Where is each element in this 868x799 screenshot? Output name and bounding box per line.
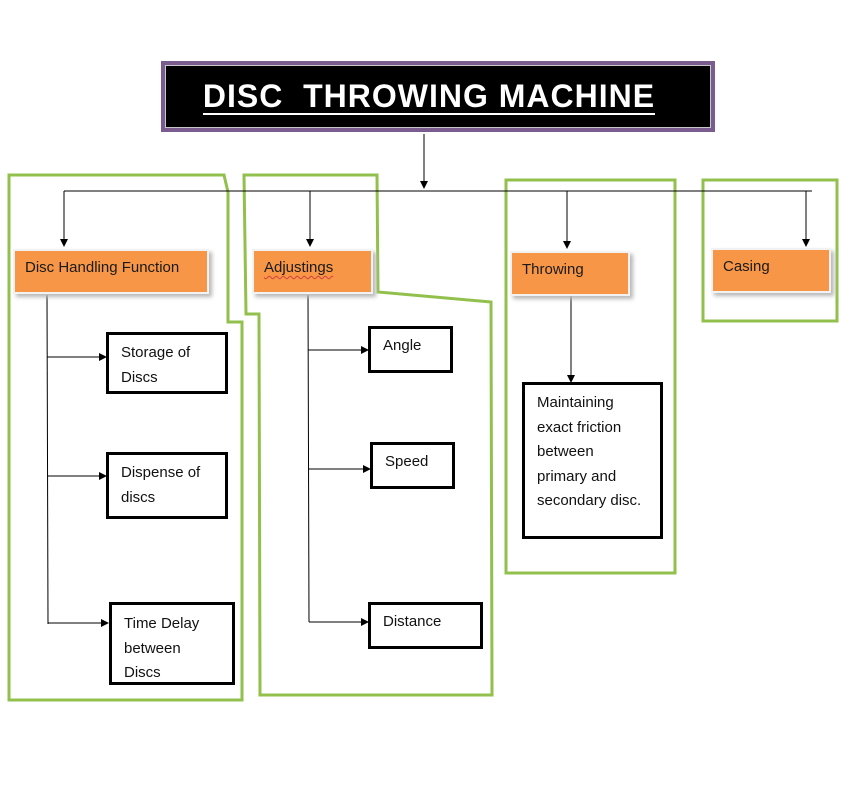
diagram-title: DISC THROWING MACHINE bbox=[202, 77, 656, 115]
leaf-dispense: Dispense of discs bbox=[106, 452, 228, 519]
branch-disc-handling-vertical bbox=[46, 294, 49, 625]
category-label: Throwing bbox=[522, 261, 584, 278]
category-adjustings: Adjustings bbox=[252, 249, 373, 294]
leaf-storage: Storage of Discs bbox=[106, 332, 228, 394]
leaf-speed: Speed bbox=[370, 442, 455, 489]
category-label: Adjustings bbox=[264, 259, 334, 276]
category-label: Disc Handling Function bbox=[25, 259, 180, 276]
leaf-label: Dispense of discs bbox=[121, 464, 201, 506]
group-outline-adjustings bbox=[242, 173, 494, 697]
group-outline-casing bbox=[701, 178, 839, 323]
leaf-label: Maintaining exact friction between prima… bbox=[537, 394, 642, 509]
group-outline-throwing bbox=[504, 178, 677, 575]
title-inner: DISC THROWING MACHINE bbox=[165, 65, 711, 128]
leaf-label: Time Delay between Discs bbox=[124, 615, 200, 681]
leaf-time-delay: Time Delay between Discs bbox=[109, 602, 235, 685]
leaf-label: Angle bbox=[383, 337, 422, 354]
leaf-label: Distance bbox=[383, 613, 442, 630]
leaf-friction: Maintaining exact friction between prima… bbox=[522, 382, 663, 539]
branch-adjustings-vertical bbox=[307, 294, 310, 623]
leaf-label: Speed bbox=[385, 453, 429, 470]
leaf-angle: Angle bbox=[368, 326, 453, 373]
leaf-label: Storage of Discs bbox=[121, 344, 191, 386]
category-casing: Casing bbox=[711, 248, 831, 293]
category-disc-handling: Disc Handling Function bbox=[13, 249, 209, 294]
category-label: Casing bbox=[723, 258, 770, 275]
category-throwing: Throwing bbox=[510, 251, 630, 296]
title-box: DISC THROWING MACHINE bbox=[161, 61, 715, 132]
group-outline-disc-handling bbox=[7, 173, 244, 702]
leaf-distance: Distance bbox=[368, 602, 483, 649]
